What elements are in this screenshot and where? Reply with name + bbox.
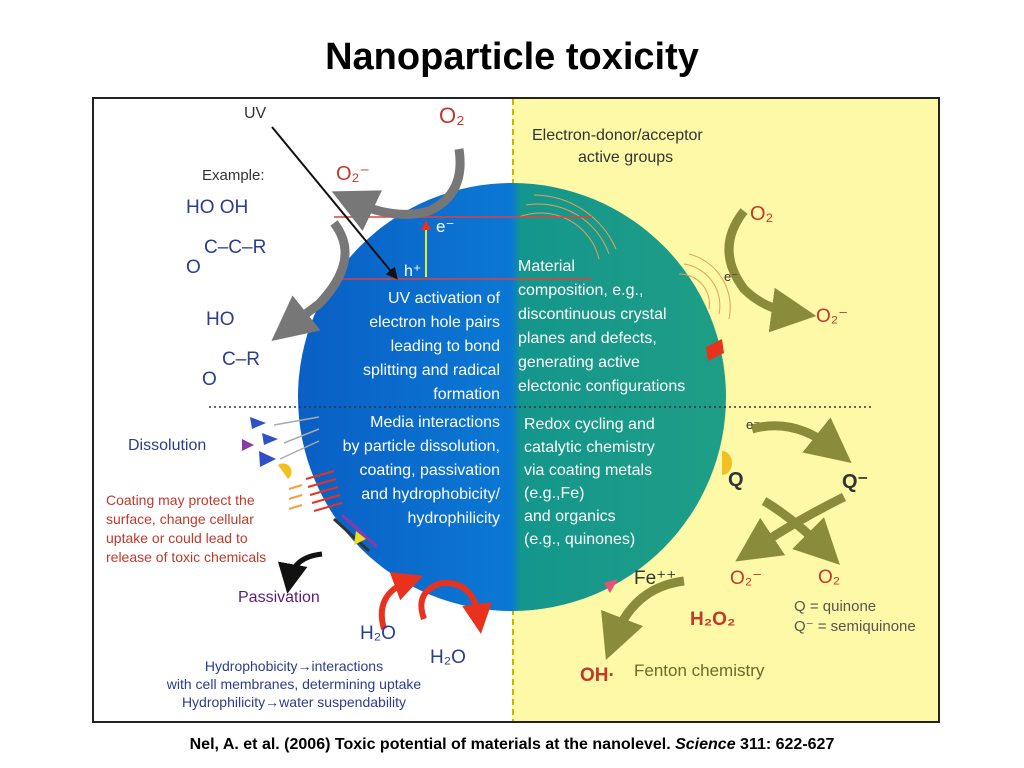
o2-label-right-2: O₂ [818,567,841,588]
o2-radical-label-right: O₂⁻ [816,306,849,327]
citation: Nel, A. et al. (2006) Toxic potential of… [0,736,1024,754]
electron-label-right: e⁻ [724,269,739,284]
citation-journal: Science [675,736,736,753]
bond-splitting-arrow [271,220,350,342]
quinone-label: Q [728,469,744,491]
molecule-2-line-1: HO [206,309,235,330]
iron-label: Fe⁺⁺ [634,568,677,589]
quinone-legend: Q = quinone Q⁻ = semiquinone [794,598,916,635]
defect-mark [706,339,724,361]
o2-label-left: O₂ [439,103,465,128]
semiquinone-label: Q⁻ [842,471,869,493]
molecule-2-line-2: C–R [222,349,261,370]
iron-mark [604,579,618,593]
water-label-2: H₂O [430,647,466,668]
donor-acceptor-text: Electron-donor/acceptor active groups [532,127,703,166]
uv-activation-text: UV activation of electron hole pairs lea… [363,290,500,403]
o2-label-right: O₂ [750,203,774,225]
dissolution-label: Dissolution [128,437,207,454]
hole-label: h⁺ [404,263,422,280]
o2-reduction-arrow [331,148,465,231]
hydroxyl-radical-label: OH· [580,665,615,686]
page-title: Nanoparticle toxicity [325,36,699,78]
uv-arrow [271,126,398,280]
hydrophobicity-text: Hydrophobicity→interactions with cell me… [166,658,422,710]
diagram-art [209,126,874,660]
molecule-1-line-3: O [186,257,201,278]
passivation-label: Passivation [238,589,320,606]
water-arrow-1 [378,572,424,630]
coating-stripes [288,470,343,512]
citation-text: Nel, A. et al. (2006) Toxic potential of… [189,736,671,753]
diagram-frame: UV O₂ O₂⁻ e⁻ h⁺ Example: HO OH C–C–R O H… [92,97,940,723]
uv-label: UV [244,105,267,122]
water-label-1: H₂O [360,623,396,644]
fenton-chemistry-label: Fenton chemistry [634,661,765,680]
o2-reduction-arrow-right [724,208,817,333]
q-reduction-arrow [750,417,852,464]
example-label: Example: [202,167,265,184]
molecule-2-line-3: O [202,369,217,390]
coating-metal-mark [722,451,732,475]
o2-radical-label-right-2: O₂⁻ [730,568,763,589]
molecule-1-line-2: C–C–R [204,237,267,258]
fenton-arrow [601,576,685,660]
water-arrow-2 [418,579,492,634]
molecule-1-line-1: HO OH [186,197,249,218]
electron-label-right-2: e⁻ [746,417,761,432]
passivation-layer [277,513,379,594]
o2-radical-label-left: O₂⁻ [336,163,370,185]
dissolution-fragments [242,416,320,479]
material-composition-text: Material composition, e.g., discontinuou… [518,258,686,395]
electron-label: e⁻ [436,217,455,236]
active-group-arcs [518,194,731,320]
citation-volume: 311: 622-627 [740,736,835,753]
coating-text: Coating may protect the surface, change … [106,492,267,565]
nanoparticle-sphere [298,183,726,611]
media-interactions-text: Media interactions by particle dissoluti… [342,414,500,527]
redox-cycling-text: Redox cycling and catalytic chemistry vi… [524,416,655,548]
hydrogen-peroxide-label: H₂O₂ [690,609,736,630]
o2-cycle-arrow [761,497,840,565]
